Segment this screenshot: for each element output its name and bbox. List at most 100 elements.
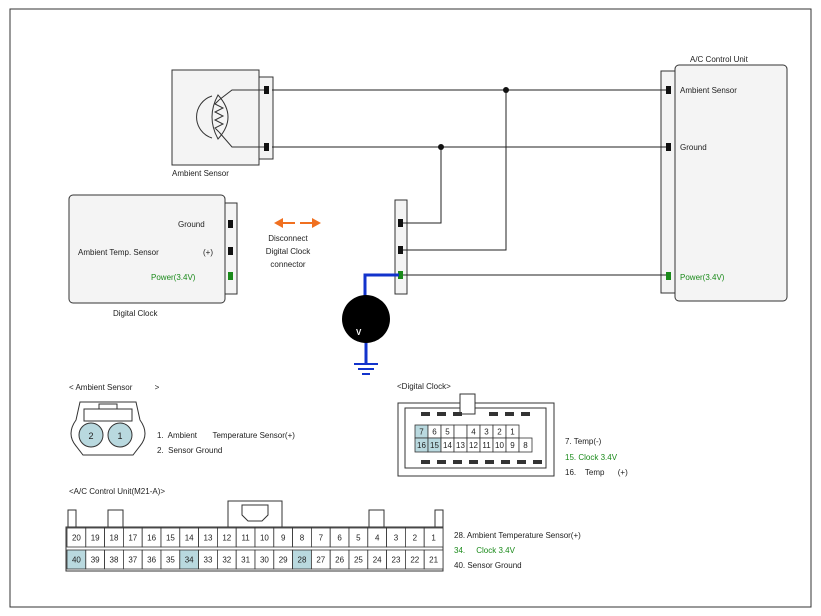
harness-connector: [394, 199, 408, 295]
thermistor-lead-1: [218, 89, 264, 101]
clock-connector-tooth: [533, 460, 542, 464]
ac-pin-label: 32: [222, 556, 231, 565]
ac-connector-legend-3: 40. Sensor Ground: [454, 561, 522, 570]
digital-clock-ground-label: Ground: [178, 220, 205, 229]
digital-clock-pin-temp: [228, 247, 233, 255]
clock-connector-legend-3: 16. Temp (+): [565, 468, 628, 477]
clock-pin-label: 16: [417, 441, 426, 450]
clock-pin-label: 13: [456, 441, 465, 450]
clock-connector-tooth: [453, 460, 462, 464]
ac-unit-box: [674, 64, 788, 302]
ac-connector-legend-1: 28. Ambient Temperature Sensor(+): [454, 531, 581, 540]
clock-pin-label: 5: [445, 428, 450, 437]
ac-pin-label: 38: [110, 556, 119, 565]
ambient-sensor-pin-1: [264, 86, 269, 94]
ac-pin-label: 6: [337, 534, 342, 543]
ac-control-unit-component: A/C Control Unit Ambient Sensor Ground P…: [660, 55, 788, 302]
ac-unit-ambient-label: Ambient Sensor: [680, 86, 737, 95]
harness-pin-power: [398, 271, 403, 279]
ac-connector-latch-inner: [241, 504, 269, 522]
voltmeter-label: V: [356, 328, 362, 337]
digital-clock-component: Ground Ambient Temp. Sensor (+) Power(3.…: [68, 194, 238, 318]
clock-connector-latch: [459, 393, 476, 415]
ac-pin-label: 17: [128, 534, 137, 543]
ac-pin-label: 37: [128, 556, 137, 565]
ac-pin-label: 2: [413, 534, 418, 543]
clock-connector-header: <Digital Clock>: [397, 382, 451, 391]
clock-pin-label: 1: [510, 428, 515, 437]
digital-clock-pin-power: [228, 272, 233, 280]
ac-pin-label: 1: [431, 534, 436, 543]
ac-pin-label: 8: [300, 534, 305, 543]
clock-connector-tooth: [453, 412, 462, 416]
ac-unit-ground-label: Ground: [680, 143, 707, 152]
ac-unit-pin-ground: [666, 143, 671, 151]
ac-pin-label: 4: [375, 534, 380, 543]
ambient-sensor-label: Ambient Sensor: [172, 169, 229, 178]
junction-dot-signal: [503, 87, 509, 93]
clock-connector-tooth: [421, 412, 430, 416]
clock-connector-legend-2: 15. Clock 3.4V: [565, 453, 618, 462]
ac-pin-label: 25: [354, 556, 363, 565]
ambient-sensor-pin-2: [264, 143, 269, 151]
digital-clock-label: Digital Clock: [113, 309, 158, 318]
ac-pin-label: 31: [241, 556, 250, 565]
clock-pin-label: 6: [432, 428, 437, 437]
clock-pin-label: 12: [469, 441, 478, 450]
digital-clock-plus-label: (+): [203, 248, 213, 257]
ambient-connector-legend-1: 1. Ambient Temperature Sensor(+): [157, 431, 295, 440]
clock-pin-label: 10: [495, 441, 504, 450]
ac-connector-legend-2: 34. Clock 3.4V: [454, 546, 516, 555]
digital-clock-power-label: Power(3.4V): [151, 273, 196, 282]
clock-pin-label: 2: [497, 428, 502, 437]
ac-connector-key-right: [368, 509, 385, 529]
ac-pin-label: 7: [319, 534, 324, 543]
ac-unit-label: A/C Control Unit: [690, 55, 749, 64]
clock-pin-label: 3: [484, 428, 489, 437]
digital-clock-temp-label: Ambient Temp. Sensor: [78, 248, 159, 257]
disconnect-note-line2: Digital Clock: [266, 247, 311, 256]
ambient-sensor-box: [171, 69, 260, 166]
voltmeter-icon: [342, 295, 390, 343]
clock-pin-cell: [453, 424, 468, 439]
disconnect-indicator: Disconnect Digital Clock connector: [266, 218, 321, 269]
clock-pin-cell: [518, 437, 533, 453]
ambient-connector-pin-2: [78, 422, 104, 448]
ac-pin-label: 26: [335, 556, 344, 565]
ambient-connector-pin-2-label: 2: [88, 431, 93, 441]
voltmeter-probe-lead: [363, 273, 399, 297]
disconnect-arrow-right-icon: [312, 218, 321, 228]
ac-connector-key-left: [107, 509, 124, 529]
ambient-connector-view: < Ambient Sensor > 2 1 1. Ambient Temper…: [69, 383, 295, 456]
ac-pin-label: 13: [204, 534, 213, 543]
ac-pin-label: 28: [298, 556, 307, 565]
clock-connector-legend-1: 7. Temp(-): [565, 437, 602, 446]
clock-pin-label: 9: [510, 441, 515, 450]
clock-connector-teeth: [421, 412, 542, 464]
ac-pin-label: 36: [147, 556, 156, 565]
thermistor-lead-2: [218, 131, 264, 148]
ac-pin-label: 15: [166, 534, 175, 543]
ac-pin-label: 34: [185, 556, 194, 565]
ac-pin-label: 20: [72, 534, 81, 543]
ambient-connector-legend-2: 2. Sensor Ground: [157, 446, 222, 455]
ambient-sensor-component: Ambient Sensor: [171, 69, 274, 178]
ac-pin-label: 35: [166, 556, 175, 565]
digital-clock-pin-ground: [228, 220, 233, 228]
clock-connector-tooth: [437, 460, 446, 464]
ac-pin-label: 30: [260, 556, 269, 565]
thermistor-resistor-icon: [213, 99, 225, 133]
ambient-sensor-connector: [258, 76, 274, 160]
clock-connector-tooth: [469, 460, 478, 464]
disconnect-note-line3: connector: [270, 260, 305, 269]
clock-connector-tooth: [421, 460, 430, 464]
ac-pin-label: 27: [316, 556, 325, 565]
ac-pin-label: 12: [222, 534, 231, 543]
disconnect-note-line1: Disconnect: [268, 234, 308, 243]
ambient-connector-rib: [83, 408, 133, 422]
thermistor-housing: [196, 95, 213, 139]
